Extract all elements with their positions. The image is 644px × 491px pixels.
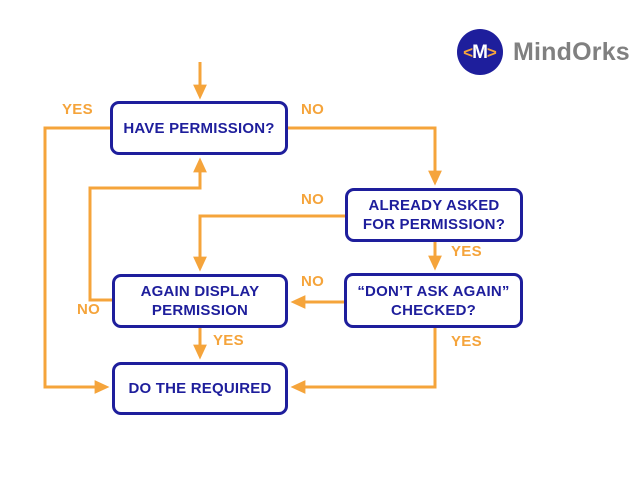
node-label: DO THE REQUIRED	[128, 380, 272, 397]
edge-label-yes: YES	[213, 332, 244, 349]
edge-dont-ask-again-yes-to-do-required	[290, 328, 437, 394]
edge-label-yes: YES	[62, 101, 93, 118]
edge-label-no: NO	[301, 273, 325, 290]
node-label: “DON’T ASK AGAIN”	[357, 282, 510, 300]
node-dont-ask-again-checked: “DON’T ASK AGAIN” CHECKED?	[344, 273, 523, 328]
mindorks-logo-icon: < M >	[457, 29, 503, 75]
node-label: AGAIN DISPLAY	[140, 283, 260, 300]
node-have-permission: HAVE PERMISSION?	[110, 101, 288, 155]
node-label: ALREADY ASKED	[368, 197, 500, 214]
node-label: PERMISSION	[151, 302, 249, 319]
node-again-display-permission: AGAIN DISPLAY PERMISSION	[112, 274, 288, 328]
logo-left-bracket-icon: <	[463, 42, 474, 62]
edge-already-asked-no-to-again-display	[193, 214, 345, 272]
node-already-asked-for-permission: ALREADY ASKED FOR PERMISSION?	[345, 188, 523, 242]
edge-label-no: NO	[301, 191, 325, 208]
edge-label-yes: YES	[451, 333, 482, 350]
node-do-the-required: DO THE REQUIRED	[112, 362, 288, 415]
edge-have-permission-no-to-already-asked	[288, 126, 442, 186]
node-label: FOR PERMISSION?	[362, 216, 506, 233]
node-label: HAVE PERMISSION?	[123, 119, 275, 137]
edge-again-display-no-to-have-permission	[88, 157, 207, 302]
edge-label-yes: YES	[451, 243, 482, 260]
brand-name: MindOrks	[513, 37, 630, 66]
node-label: CHECKED?	[391, 301, 476, 319]
logo-right-bracket-icon: >	[486, 42, 497, 62]
edge-label-no: NO	[301, 101, 325, 118]
logo-m-icon: M	[472, 41, 488, 63]
edge-label-no: NO	[77, 301, 101, 318]
edge-have-permission-yes-to-do-required	[43, 126, 110, 394]
mindorks-logo: < M > MindOrks	[457, 29, 630, 75]
